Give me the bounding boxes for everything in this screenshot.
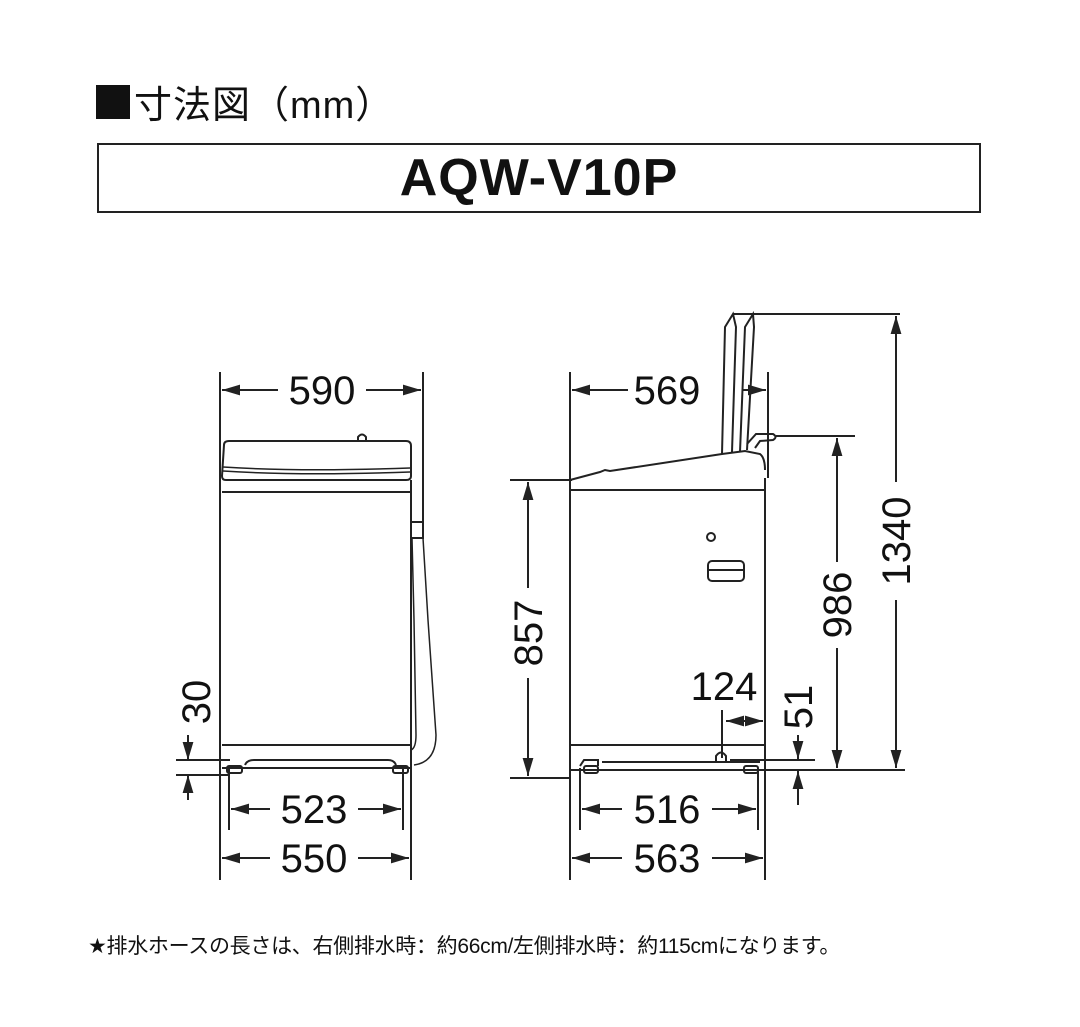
dim-side-body-height: 857: [507, 600, 551, 667]
dim-front-base-width: 550: [281, 837, 348, 881]
dim-side-lid-open-height: 1340: [875, 497, 919, 586]
dim-side-drain-height: 51: [777, 685, 821, 730]
model-name-box: AQW-V10P: [97, 143, 981, 213]
side-view-machine: [569, 310, 905, 880]
heading-label: 寸法図（mm）: [134, 85, 395, 127]
dim-front-leg-height: 30: [175, 680, 219, 725]
dim-side-foot-span: 516: [634, 788, 701, 832]
drain-hose-footnote: ★排水ホースの長さは、右側排水時：約66cm/左側排水時：約115cmになります…: [88, 935, 841, 958]
black-square-icon: [96, 84, 130, 119]
dim-side-drain-offset: 124: [691, 665, 758, 709]
dim-front-top-width: 590: [289, 369, 356, 413]
dim-side-top-depth: 569: [634, 369, 701, 413]
dim-side-control-height: 986: [816, 572, 860, 639]
dim-side-base-depth: 563: [634, 837, 701, 881]
front-view-machine: [219, 372, 437, 880]
diagram-heading: 寸法図（mm）: [96, 74, 394, 129]
dim-front-foot-span: 523: [281, 788, 348, 832]
model-name: AQW-V10P: [399, 149, 679, 207]
